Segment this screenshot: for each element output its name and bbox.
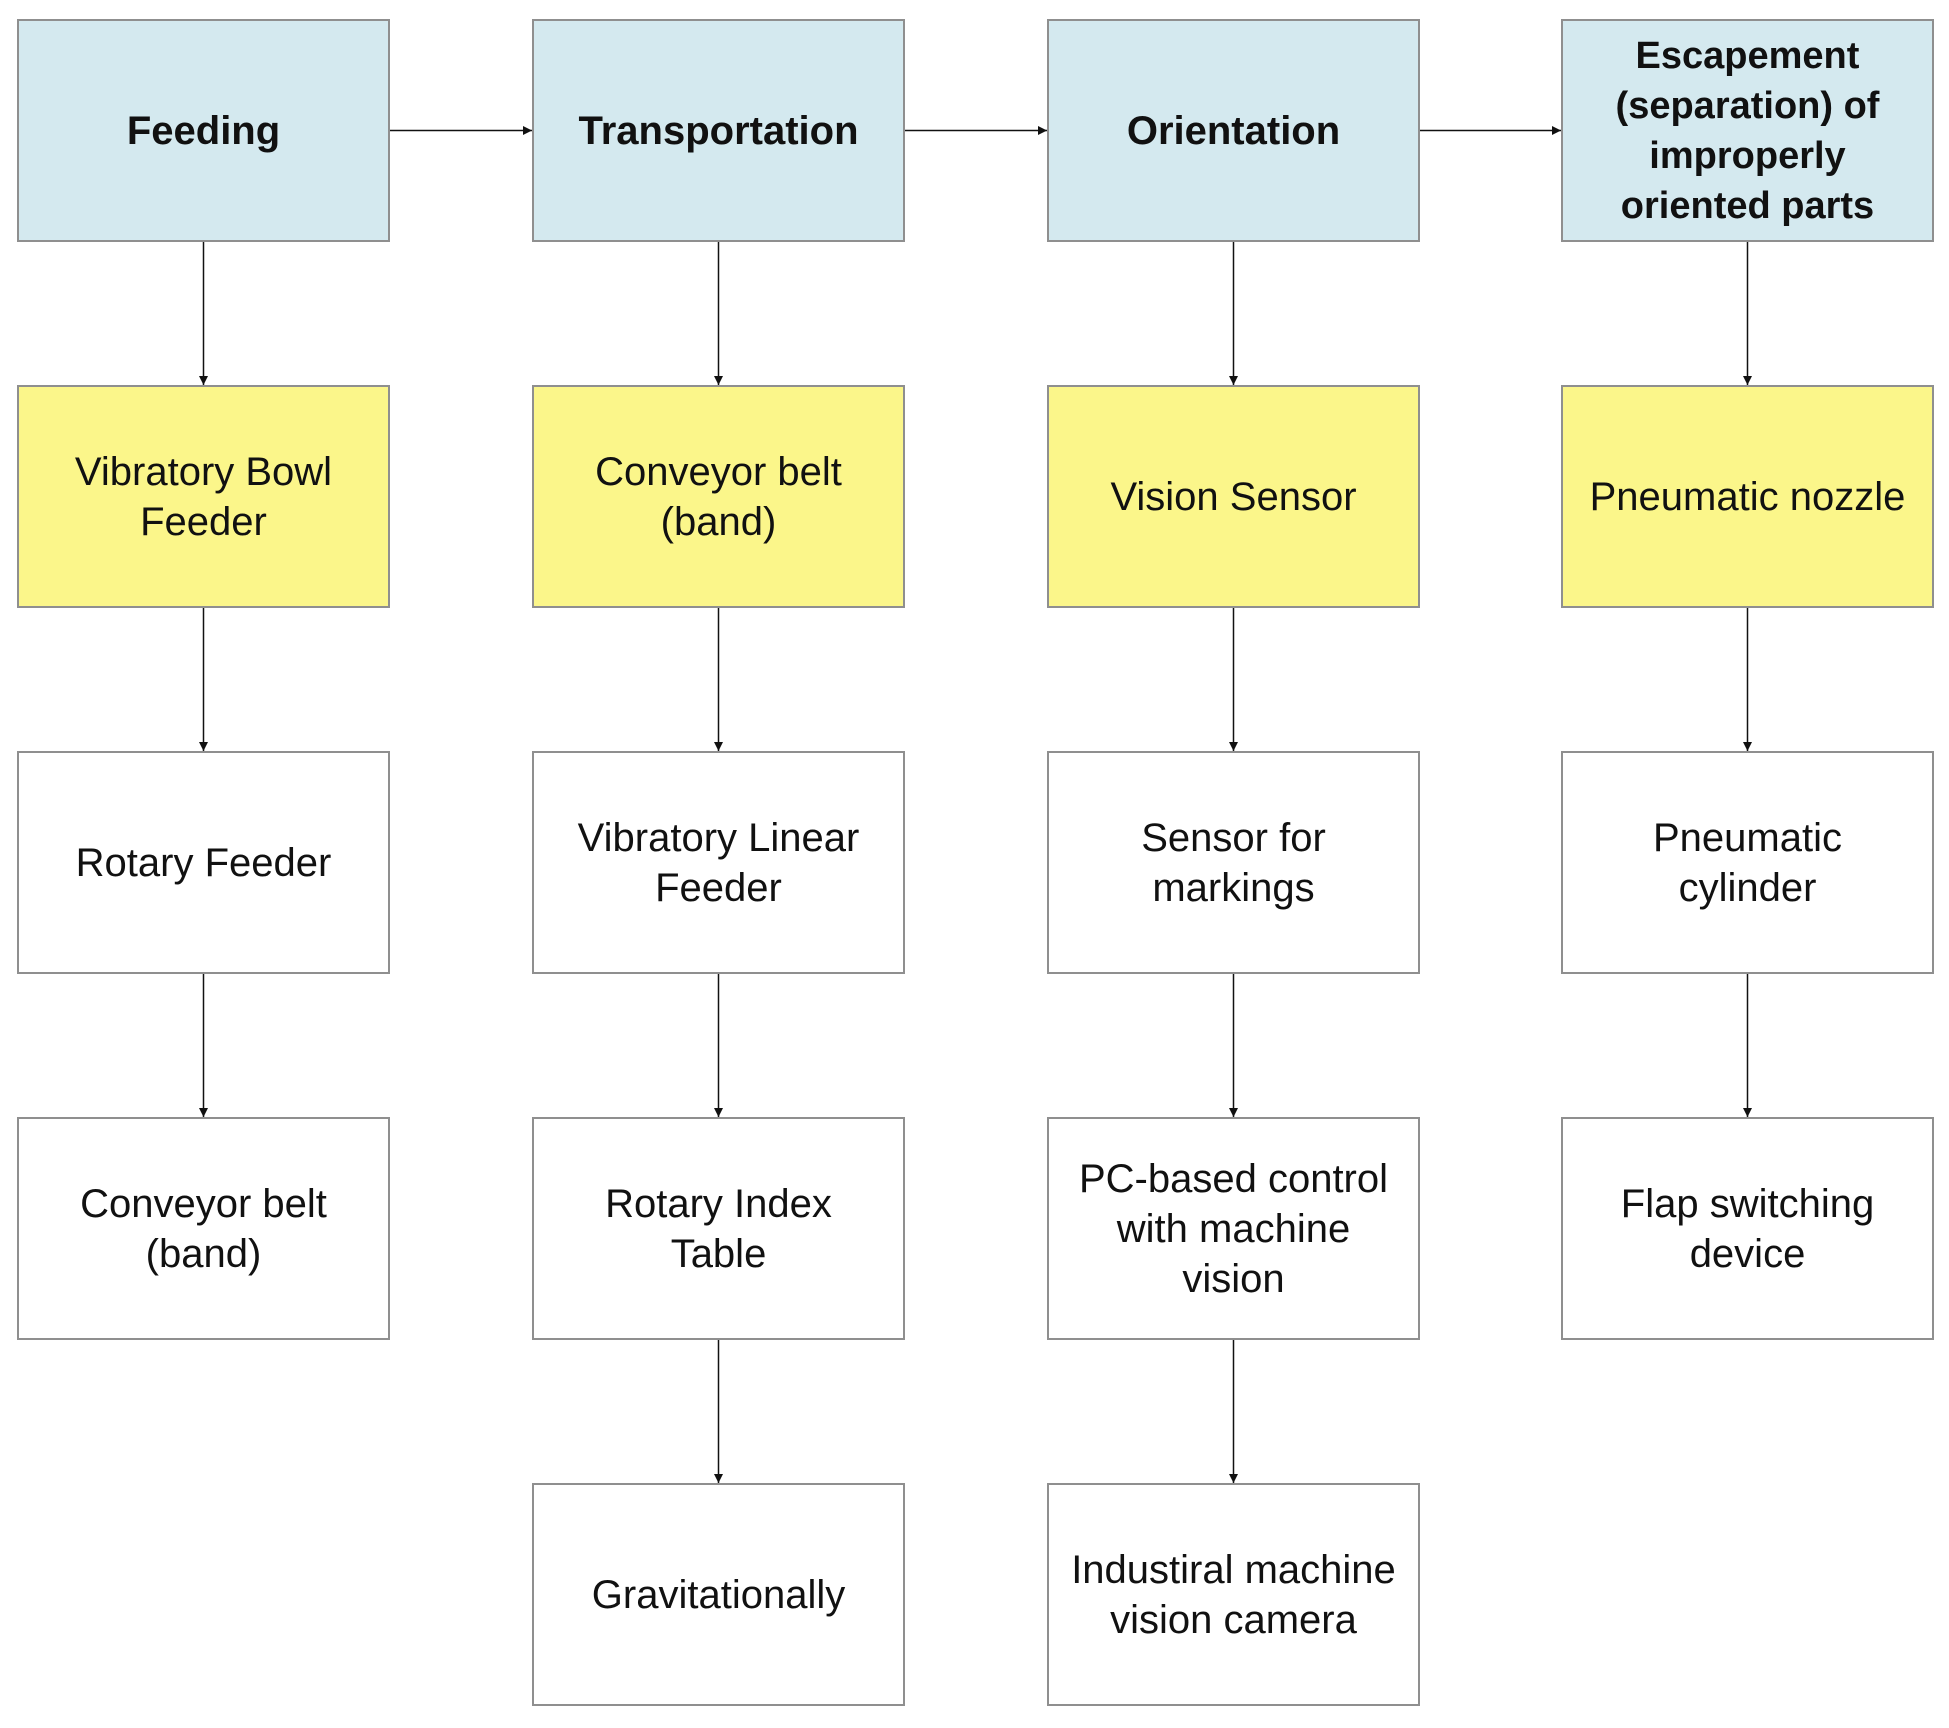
arrow-group — [199, 126, 1752, 1483]
orientation-option-3-box: Industiral machine vision camera — [1047, 1483, 1420, 1706]
transportation-option-3-box: Gravitationally — [532, 1483, 905, 1706]
transportation-option-2-box: Rotary Index Table — [532, 1117, 905, 1340]
orientation-primary-box: Vision Sensor — [1047, 385, 1420, 608]
escapement-option-1-box: Pneumatic cylinder — [1561, 751, 1934, 974]
orientation-option-1-box: Sensor for markings — [1047, 751, 1420, 974]
orientation-option-2-box: PC-based control with machine vision — [1047, 1117, 1420, 1340]
stage-feeding-box: Feeding — [17, 19, 390, 242]
escapement-primary-box: Pneumatic nozzle — [1561, 385, 1934, 608]
feeding-primary-box: Vibratory Bowl Feeder — [17, 385, 390, 608]
feeding-option-1-box: Rotary Feeder — [17, 751, 390, 974]
stage-orientation-box: Orientation — [1047, 19, 1420, 242]
stage-transportation-box: Transportation — [532, 19, 905, 242]
stage-escapement-box: Escapement (separation) of improperly or… — [1561, 19, 1934, 242]
feeding-option-2-box: Conveyor belt (band) — [17, 1117, 390, 1340]
escapement-option-2-box: Flap switching device — [1561, 1117, 1934, 1340]
transportation-primary-box: Conveyor belt (band) — [532, 385, 905, 608]
transportation-option-1-box: Vibratory Linear Feeder — [532, 751, 905, 974]
